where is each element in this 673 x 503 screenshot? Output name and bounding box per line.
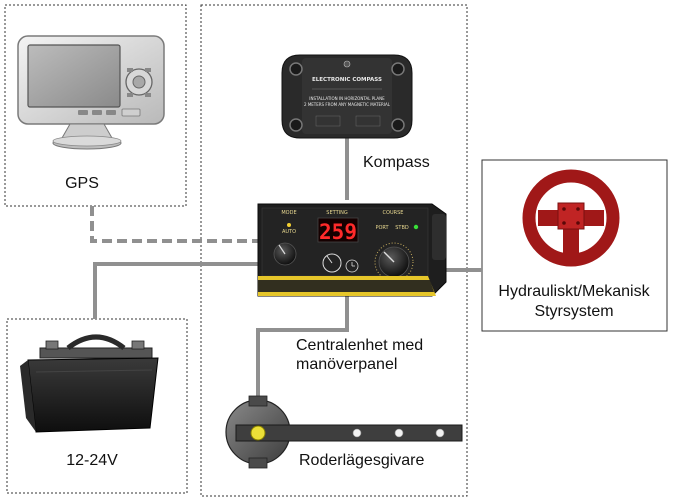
heading-display — [317, 217, 359, 243]
rudder-sensor-icon — [225, 395, 463, 469]
compass-device-note-2: 2 METERS FROM ANY MAGNETIC MATERIAL — [304, 102, 391, 107]
timer-icon — [345, 259, 359, 273]
electronic-compass-icon: ELECTRONIC COMPASS INSTALLATION IN HORIZ… — [281, 54, 413, 139]
compass-device-title: ELECTRONIC COMPASS — [312, 77, 382, 83]
battery-icon — [20, 334, 159, 433]
steering-wheel-icon — [522, 169, 620, 267]
rudder-sensor-label: Roderlägesgivare — [299, 452, 425, 469]
auto-led — [287, 223, 291, 227]
central-unit-icon: MODE SETTING COURSE AUTO 259 PORT STBD — [257, 203, 447, 297]
panel-setting-label: SETTING — [326, 210, 348, 216]
steering-label-2: Styrsystem — [534, 303, 613, 320]
wires — [90, 137, 482, 400]
gps-data-wire — [90, 206, 258, 243]
panel-mode-label: MODE — [281, 210, 296, 216]
sensor-pivot — [250, 425, 266, 441]
panel-stbd-label: STBD — [395, 225, 409, 231]
gps-plotter-icon — [17, 35, 165, 150]
compass-label: Kompass — [363, 154, 430, 171]
central-unit-label-2: manöverpanel — [296, 356, 397, 373]
central-unit-label-1: Centralenhet med — [296, 337, 423, 354]
panel-course-label: COURSE — [383, 210, 404, 216]
course-scale — [374, 242, 414, 282]
rudder-sensor-arm — [235, 424, 463, 442]
gps-label: GPS — [65, 175, 99, 192]
stbd-led — [413, 224, 419, 230]
battery-label: 12-24V — [66, 452, 118, 469]
heading-display-value: 259 — [319, 220, 357, 244]
power-wire — [93, 262, 258, 319]
steering-label-1: Hydrauliskt/Mekanisk — [498, 283, 650, 300]
panel-auto-label: AUTO — [282, 229, 296, 235]
rudder-sensor-wire — [256, 296, 349, 400]
setting-dial-icon — [322, 253, 342, 273]
panel-port-label: PORT — [375, 225, 389, 231]
compass-device-note-1: INSTALLATION IN HORIZONTAL PLANE — [309, 96, 385, 101]
